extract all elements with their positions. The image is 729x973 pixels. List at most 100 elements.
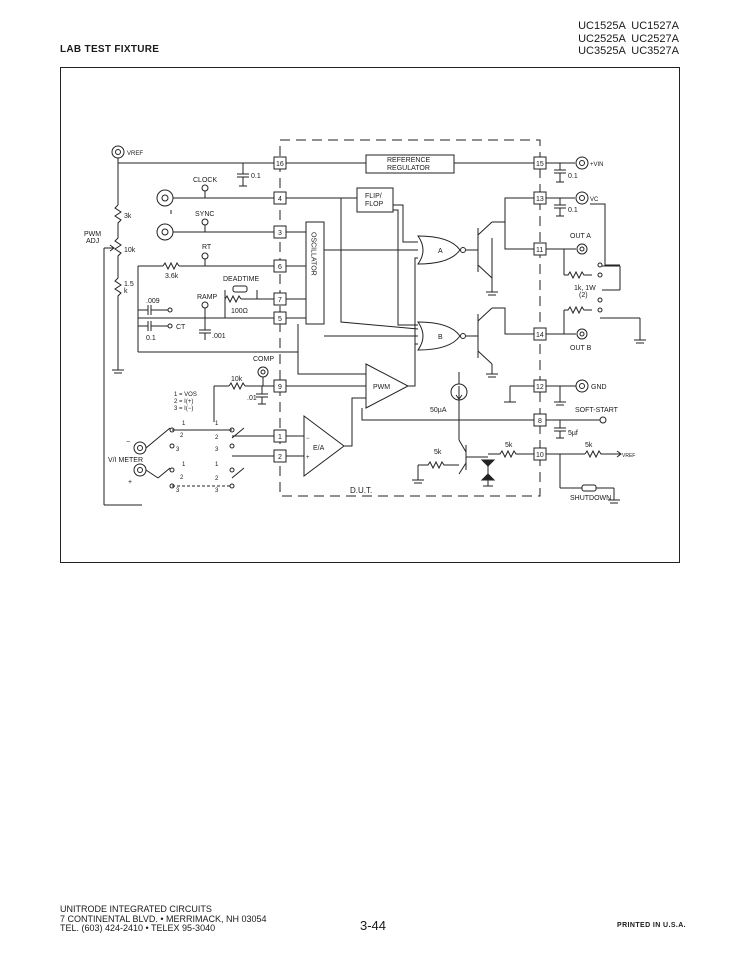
svg-text:COMP: COMP <box>253 356 274 363</box>
gnd-terminal: GND <box>504 379 607 406</box>
svg-text:2: 2 <box>278 454 282 461</box>
svg-text:5µf: 5µf <box>568 430 578 437</box>
svg-text:PWM: PWM <box>84 231 101 238</box>
svg-text:2 = I(+): 2 = I(+) <box>174 399 193 405</box>
svg-text:+: + <box>306 455 310 461</box>
svg-text:13: 13 <box>536 196 544 203</box>
svg-text:50µA: 50µA <box>430 407 447 414</box>
part-number-line: UC3525A UC3527A <box>578 45 679 57</box>
vref-decoupling-cap: 0.1 <box>237 163 261 187</box>
svg-text:SOFT-START: SOFT-START <box>575 407 619 414</box>
svg-text:REGULATOR: REGULATOR <box>387 165 430 172</box>
svg-text:1: 1 <box>182 421 186 427</box>
svg-text:.01: .01 <box>247 395 257 402</box>
out-a-terminal: OUT A <box>546 233 591 275</box>
svg-text:OUT A: OUT A <box>570 233 591 240</box>
svg-text:0.1: 0.1 <box>568 173 578 180</box>
svg-text:5: 5 <box>278 316 282 323</box>
svg-text:k: k <box>124 288 128 295</box>
svg-text:−: − <box>306 436 310 442</box>
dut-boundary <box>279 139 541 497</box>
part-number-line: UC2525A UC2527A <box>578 32 679 45</box>
svg-text:FLIP/: FLIP/ <box>365 193 382 200</box>
soft-start-terminal: SOFT-START 5µf <box>546 407 619 439</box>
svg-text:.009: .009 <box>146 298 160 305</box>
pin-3: 3 <box>273 225 287 239</box>
pin-9: 9 <box>273 379 287 393</box>
svg-text:2: 2 <box>215 476 219 482</box>
vref-terminal: VREF <box>111 145 143 159</box>
pin-13: 13 <box>533 191 547 205</box>
svg-text:8: 8 <box>538 418 542 425</box>
gate-b: B <box>417 321 466 351</box>
svg-text:VREF: VREF <box>127 151 143 157</box>
pin-11: 11 <box>533 242 547 256</box>
svg-text:+: + <box>128 479 132 486</box>
pin-15: 15 <box>533 156 547 170</box>
svg-text:CT: CT <box>176 324 186 331</box>
svg-text:3: 3 <box>176 488 180 494</box>
company-phone: TEL. (603) 424-2410 • TELEX 95-3040 <box>60 923 216 933</box>
shutdown-terminal: 5k VREF SHUTDOWN <box>546 442 635 504</box>
svg-text:ADJ: ADJ <box>86 238 99 245</box>
dut-label: D.U.T. <box>350 486 372 495</box>
printed-in-label: PRINTED IN U.S.A. <box>617 922 687 929</box>
svg-text:RAMP: RAMP <box>197 294 218 301</box>
pin-12: 12 <box>533 379 547 393</box>
svg-text:1k, 1W: 1k, 1W <box>574 285 596 292</box>
svg-text:OUT B: OUT B <box>570 345 592 352</box>
svg-text:3 = I(−): 3 = I(−) <box>174 406 193 412</box>
svg-text:12: 12 <box>536 384 544 391</box>
pwm-comparator: PWM <box>365 363 410 409</box>
svg-text:1: 1 <box>278 434 282 441</box>
oscillator-label: OSCILLATOR <box>310 232 317 276</box>
svg-text:100Ω: 100Ω <box>231 308 248 315</box>
comp-terminal: COMP <box>253 356 274 386</box>
svg-text:10k: 10k <box>124 247 136 254</box>
reference-regulator-block: REFERENCE REGULATOR <box>365 154 455 174</box>
output-transistors-b <box>466 307 534 378</box>
svg-text:1: 1 <box>215 421 219 427</box>
pin-16: 16 <box>273 156 287 170</box>
gate-a: A <box>417 235 466 265</box>
svg-text:9: 9 <box>278 384 282 391</box>
flip-flop-block: FLIP/ FLOP <box>356 187 394 213</box>
pin-5: 5 <box>273 311 287 325</box>
pin-6: 6 <box>273 259 287 273</box>
svg-text:(2): (2) <box>579 292 588 299</box>
svg-text:3: 3 <box>215 447 219 453</box>
svg-text:2: 2 <box>180 433 184 439</box>
svg-text:1: 1 <box>215 462 219 468</box>
svg-text:4: 4 <box>278 196 282 203</box>
svg-text:0.1: 0.1 <box>568 207 578 214</box>
pin-1: 1 <box>273 429 287 443</box>
company-street: 7 CONTINENTAL BLVD. • MERRIMACK, NH 0305… <box>60 913 267 924</box>
pin-10: 10 <box>533 447 547 461</box>
svg-text:15: 15 <box>536 161 544 168</box>
vi-meter: − V/I METER + <box>108 437 159 486</box>
svg-text:11: 11 <box>536 247 543 254</box>
page-number: 3-44 <box>360 918 387 933</box>
error-amplifier: E/A − + <box>303 415 345 477</box>
schematic-frame <box>60 67 680 563</box>
svg-text:10k: 10k <box>231 376 243 383</box>
svg-text:0.1: 0.1 <box>146 335 156 342</box>
svg-text:7: 7 <box>278 297 282 304</box>
company-address: UNITRODE INTEGRATED CIRCUITS 7 CONTINENT… <box>60 904 267 934</box>
svg-text:+VIN: +VIN <box>590 162 604 168</box>
svg-text:RT: RT <box>202 244 212 251</box>
current-source-50ua: 50µA <box>430 372 468 420</box>
company-name: UNITRODE INTEGRATED CIRCUITS <box>60 904 212 914</box>
pin-8: 8 <box>533 413 547 427</box>
sync-connector: SYNC <box>156 211 274 241</box>
pin-2: 2 <box>273 449 287 463</box>
out-b-terminal: OUT B <box>546 310 592 352</box>
svg-text:FLOP: FLOP <box>365 201 384 208</box>
svg-text:3.6k: 3.6k <box>165 273 179 280</box>
svg-text:1.5: 1.5 <box>124 281 134 288</box>
svg-text:1: 1 <box>182 462 186 468</box>
svg-text:PWM: PWM <box>373 384 390 391</box>
section-title: LAB TEST FIXTURE <box>60 44 160 55</box>
svg-text:3: 3 <box>176 447 180 453</box>
svg-text:E/A: E/A <box>313 445 325 452</box>
